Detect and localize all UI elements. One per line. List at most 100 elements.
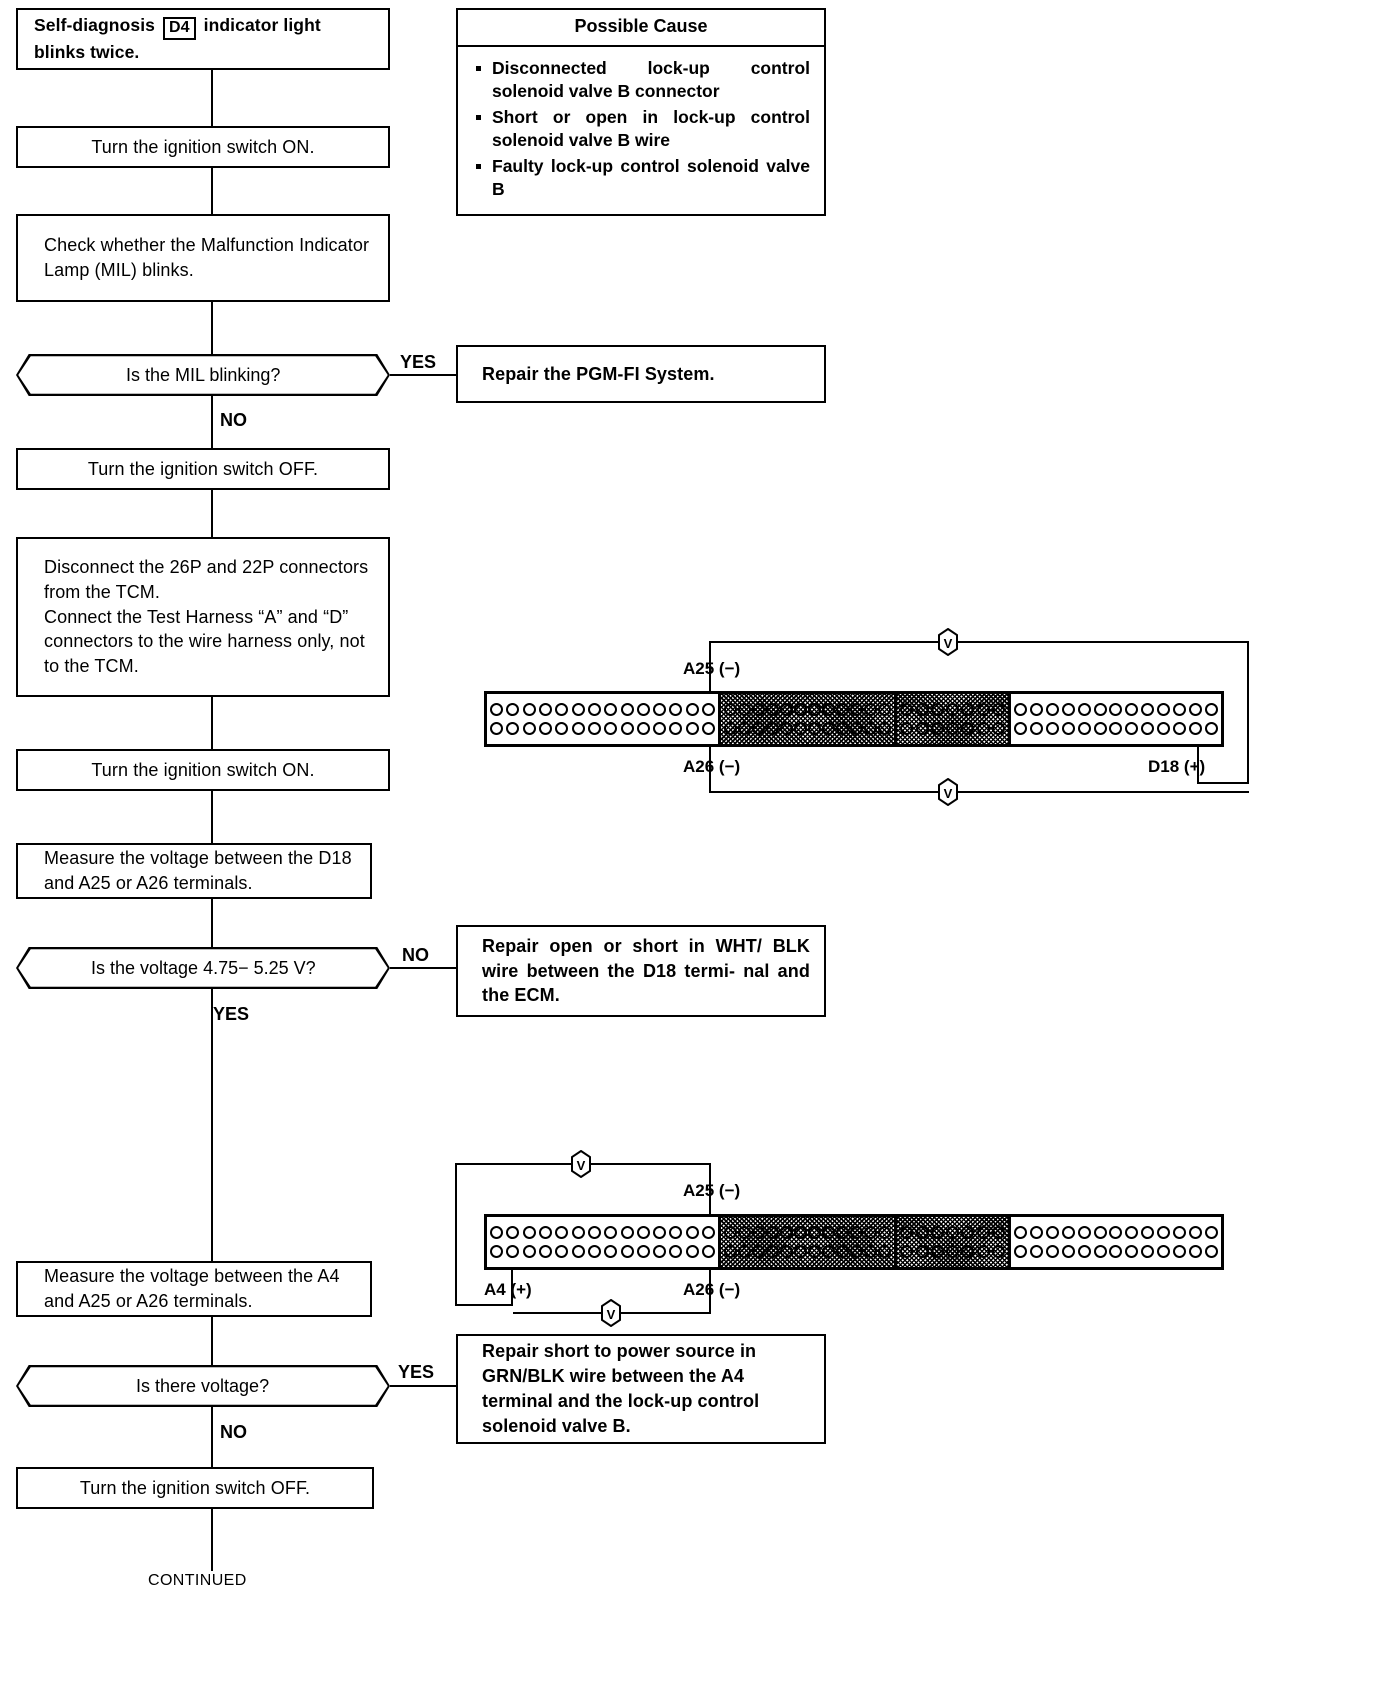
pin (669, 1226, 683, 1240)
pin (900, 721, 914, 735)
pin (604, 1244, 618, 1258)
probe-lead-a25-bottom-diag (709, 1163, 711, 1218)
pin (1014, 721, 1028, 735)
pin (1204, 721, 1218, 735)
terminal-label-a25-bottom: A25 (−) (683, 1181, 741, 1200)
pin (702, 721, 716, 735)
pin (724, 1226, 738, 1240)
pin (738, 1244, 752, 1258)
pin (636, 721, 650, 735)
pin (766, 703, 780, 717)
pin (1141, 1244, 1155, 1258)
branch-label-no: NO (220, 410, 247, 430)
connector-line (211, 1317, 213, 1365)
probe-lead-a4-bottom (455, 1304, 513, 1306)
probe-lead-d18-stub (1197, 745, 1199, 783)
pin (794, 1244, 808, 1258)
svg-text:V: V (577, 1158, 586, 1173)
pin-row (900, 1226, 1006, 1240)
pin (538, 1226, 552, 1240)
pin-row (724, 721, 892, 735)
pin (946, 1244, 960, 1258)
start-box-prefix: Self-diagnosis (34, 15, 156, 36)
pin (1188, 703, 1202, 717)
pin (1109, 721, 1123, 735)
pin (878, 1244, 892, 1258)
d4-badge: D4 (162, 17, 196, 40)
pin-row (1014, 703, 1218, 717)
pin-row (1014, 1226, 1218, 1240)
connector-line (211, 168, 213, 214)
connector-line (211, 302, 213, 354)
pin (1157, 1244, 1171, 1258)
pin (946, 721, 960, 735)
pin (1141, 703, 1155, 717)
pin (864, 721, 878, 735)
pin (653, 1226, 667, 1240)
pin (1077, 703, 1091, 717)
probe-lead-a4-stub (511, 1268, 513, 1306)
connector-segment-hatched-1 (718, 1217, 894, 1267)
pin (900, 703, 914, 717)
list-item: Faulty lock-up control solenoid valve B (472, 155, 810, 202)
step-ignition-on-2: Turn the ignition switch ON. (16, 749, 390, 791)
pin (1109, 1244, 1123, 1258)
pin (900, 1226, 914, 1240)
pin-row (1014, 721, 1218, 735)
pin (780, 703, 794, 717)
pin (669, 721, 683, 735)
outcome-repair-pgmfi-label: Repair the PGM-FI System. (482, 363, 715, 384)
pin (1157, 1226, 1171, 1240)
step-ignition-on-1-label: Turn the ignition switch ON. (91, 136, 315, 157)
list-item: Short or open in lock-up control solenoi… (472, 106, 810, 153)
pin (702, 1244, 716, 1258)
pin (850, 721, 864, 735)
pin (724, 721, 738, 735)
pin (1141, 721, 1155, 735)
pin (961, 703, 975, 717)
terminal-label-a4-bottom: A4 (+) (484, 1280, 532, 1299)
pin (620, 703, 634, 717)
pin (850, 1244, 864, 1258)
pin (822, 721, 836, 735)
pin (1061, 1226, 1075, 1240)
terminal-label-a26-top: A26 (−) (683, 757, 741, 776)
pin (1061, 721, 1075, 735)
probe-lead-a26-bottom (709, 745, 711, 793)
pin (915, 1244, 929, 1258)
connector-segment-hatched-2 (894, 1217, 1008, 1267)
pin (794, 721, 808, 735)
pin (653, 721, 667, 735)
connector-segment-open-left (487, 1217, 718, 1267)
pin (571, 1244, 585, 1258)
decision-mil-blinking-label: Is the MIL blinking? (125, 364, 281, 385)
pin (506, 703, 520, 717)
pin (850, 703, 864, 717)
outcome-repair-wht-blk-label: Repair open or short in WHT/ BLK wire be… (482, 935, 810, 1006)
pin (653, 1244, 667, 1258)
pin (1077, 1226, 1091, 1240)
pin (780, 721, 794, 735)
pin (1125, 1226, 1139, 1240)
step-ignition-on-1: Turn the ignition switch ON. (16, 126, 390, 168)
svg-text:V: V (944, 786, 953, 801)
connector-line (211, 791, 213, 843)
pin (780, 1244, 794, 1258)
pin (766, 1226, 780, 1240)
pin (506, 721, 520, 735)
outcome-repair-wht-blk: Repair open or short in WHT/ BLK wire be… (456, 925, 826, 1017)
step-measure-a4-label: Measure the voltage between the A4 and A… (44, 1266, 340, 1311)
pin (685, 1226, 699, 1240)
connector-line (211, 490, 213, 537)
pin (1077, 721, 1091, 735)
pin (930, 703, 944, 717)
pin (685, 1244, 699, 1258)
outcome-repair-grn-blk: Repair short to power source in GRN/BLK … (456, 1334, 826, 1444)
pin (930, 1244, 944, 1258)
pin (620, 721, 634, 735)
outcome-repair-grn-blk-label: Repair short to power source in GRN/BLK … (482, 1341, 760, 1436)
connector-line (211, 70, 213, 126)
terminal-label-a26-bottom: A26 (−) (683, 1280, 741, 1299)
pin (1045, 1226, 1059, 1240)
pin (992, 703, 1006, 717)
